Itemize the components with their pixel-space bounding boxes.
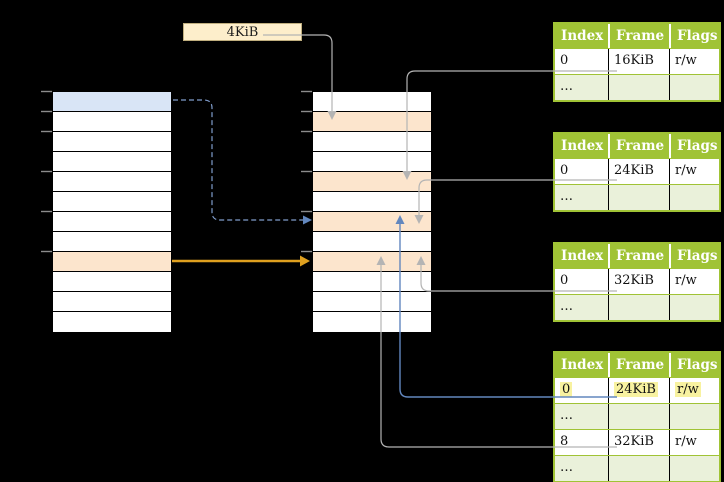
page-table-3-row-1-cell-2 <box>669 295 717 320</box>
connector-left-row-0-to-middle-row-7 <box>173 99 303 221</box>
middle-memory-column-row-6 <box>313 212 431 232</box>
page-table-4-header-flags: Flags <box>669 353 718 377</box>
middle-memory-column-row-2 <box>313 132 431 152</box>
page-table-2-row-0-cell-2: r/w <box>669 159 717 184</box>
page-size-label: 4KiB <box>226 24 259 40</box>
page-table-2-row-1: … <box>555 184 719 210</box>
left-memory-column-row-6 <box>53 212 171 232</box>
left-memory-column <box>52 91 172 333</box>
page-table-4-row-3-cell-2 <box>669 456 717 481</box>
page-size-label-box: 4KiB <box>183 23 302 41</box>
left-memory-column-row-0 <box>53 92 171 112</box>
left-memory-column-row-11 <box>53 312 171 332</box>
page-table-3-header-flags: Flags <box>669 244 718 268</box>
page-table-1-row-0-cell-2: r/w <box>669 49 717 74</box>
page-table-4-header-index: Index <box>561 357 604 373</box>
page-table-1-row-1: … <box>555 74 719 100</box>
page-table-4-row-3-cell-0: … <box>560 460 573 475</box>
page-table-2-header-flags: Flags <box>669 134 718 158</box>
left-memory-column-row-3 <box>53 152 171 172</box>
page-table-2-row-0-cell-0: 0 <box>560 163 569 178</box>
page-table-1-row-0-cell-1: 16KiB <box>608 49 669 74</box>
page-table-3-header-frame: Frame <box>608 244 669 268</box>
page-table-2-header-index: Index <box>561 138 604 154</box>
page-table-4-row-1-cell-0: … <box>560 408 573 423</box>
arrowhead-left-row-0-to-middle-row-7 <box>303 215 312 225</box>
page-table-1-header-index: Index <box>561 28 604 44</box>
middle-memory-column-row-0 <box>313 92 431 112</box>
page-table-4-row-1-cell-2 <box>669 404 717 429</box>
page-table-3-row-1-cell-0: … <box>560 299 573 314</box>
page-table-1-row-1-cell-0: … <box>560 79 573 94</box>
page-table-2-header-frame: Frame <box>608 134 669 158</box>
page-table-2-row-1-cell-1 <box>608 185 669 210</box>
page-table-4-row-3: … <box>555 455 719 481</box>
page-table-2-row-1-cell-2 <box>669 185 717 210</box>
middle-memory-column-row-10 <box>313 292 431 312</box>
left-memory-column-row-5 <box>53 192 171 212</box>
middle-memory-column-row-3 <box>313 152 431 172</box>
page-table-4-header-frame: Frame <box>608 353 669 377</box>
left-memory-column-row-9 <box>53 272 171 292</box>
page-table-3-header-index: Index <box>561 248 604 264</box>
page-table-1-row-1-cell-2 <box>669 75 717 100</box>
page-table-1-row-1-cell-1 <box>608 75 669 100</box>
middle-memory-column-row-7 <box>313 232 431 252</box>
middle-memory-column-row-5 <box>313 192 431 212</box>
page-table-1-header-frame: Frame <box>608 24 669 48</box>
middle-memory-column-row-1 <box>313 112 431 132</box>
middle-memory-column <box>312 91 432 333</box>
page-table-3-row-0-cell-0: 0 <box>560 273 569 288</box>
middle-memory-column-row-9 <box>313 272 431 292</box>
left-memory-column-row-8 <box>53 252 171 272</box>
left-memory-column-row-1 <box>53 112 171 132</box>
page-table-4-row-2-cell-0: 8 <box>560 434 569 449</box>
page-table-4-row-2-cell-2: r/w <box>669 430 717 455</box>
page-table-2-row-0-cell-1: 24KiB <box>608 159 669 184</box>
page-table-4-row-3-cell-1 <box>608 456 669 481</box>
left-memory-column-row-7 <box>53 232 171 252</box>
page-table-1-row-0-cell-0: 0 <box>560 53 569 68</box>
page-table-3-row-1: … <box>555 294 719 320</box>
page-table-4-row-1-cell-1 <box>608 404 669 429</box>
page-table-4-row-0-cell-2: r/w <box>669 378 717 403</box>
middle-memory-column-row-8 <box>313 252 431 272</box>
arrowhead-left-row-8-to-middle-row-9 <box>300 255 310 267</box>
page-table-1-header-flags: Flags <box>669 24 718 48</box>
page-table-4-row-0-cell-0: 0 <box>560 382 573 397</box>
left-memory-column-row-2 <box>53 132 171 152</box>
page-table-4-row-2-cell-1: 32KiB <box>608 430 669 455</box>
left-memory-column-row-4 <box>53 172 171 192</box>
page-table-3-row-0-cell-1: 32KiB <box>608 269 669 294</box>
page-table-4-row-0-cell-1: 24KiB <box>608 378 669 403</box>
page-table-4-row-1: … <box>555 403 719 429</box>
page-table-2-row-1-cell-0: … <box>560 189 573 204</box>
page-table-3-row-0-cell-2: r/w <box>669 269 717 294</box>
left-memory-column-row-10 <box>53 292 171 312</box>
middle-memory-column-row-11 <box>313 312 431 332</box>
page-table-3-row-1-cell-1 <box>608 295 669 320</box>
middle-memory-column-row-4 <box>313 172 431 192</box>
